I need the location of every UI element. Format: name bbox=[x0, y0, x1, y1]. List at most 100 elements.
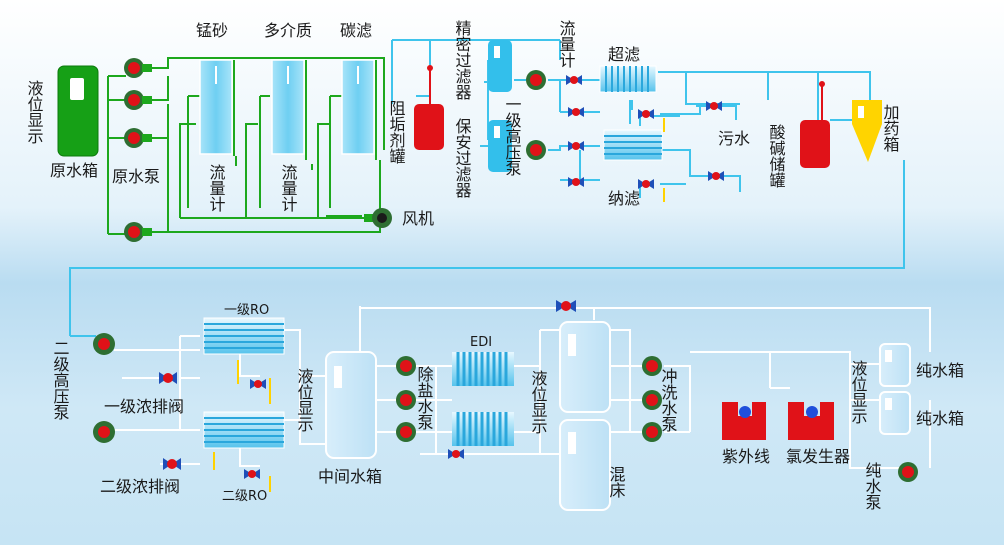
pure-tank-2[interactable] bbox=[879, 391, 911, 435]
acid-base-tank[interactable] bbox=[800, 81, 830, 168]
mixed-bed-tank[interactable] bbox=[559, 419, 611, 511]
raw-tank[interactable] bbox=[57, 65, 99, 157]
second-hp-pump-label: 二级高压泵 bbox=[51, 340, 70, 420]
ultrafiltration-label: 超滤 bbox=[608, 45, 640, 64]
ro1-unit[interactable] bbox=[203, 317, 285, 355]
first-reject-valve-label: 一级浓排阀 bbox=[104, 397, 184, 416]
pipe-yellow-ro1 bbox=[213, 360, 271, 492]
dosing-label: 加药箱 bbox=[881, 104, 900, 152]
antiscalant-tank[interactable] bbox=[414, 65, 444, 150]
level-display-4-label: 液位显示 bbox=[849, 360, 868, 424]
valve-top-8[interactable] bbox=[708, 171, 724, 181]
manganese-sand-label: 锰砂 bbox=[196, 21, 228, 40]
valve-top-1[interactable] bbox=[566, 75, 582, 85]
flowmeter-label-3: 流量计 bbox=[557, 20, 576, 68]
pipe-green-pump-outlets bbox=[146, 57, 372, 233]
pipe-white-desalt bbox=[376, 365, 540, 455]
manganese-sand-filter[interactable] bbox=[199, 59, 233, 155]
ro2-unit[interactable] bbox=[203, 411, 285, 449]
raw-pump-4[interactable] bbox=[124, 222, 152, 242]
raw-pump-1[interactable] bbox=[124, 58, 152, 78]
intermediate-tank[interactable] bbox=[325, 351, 377, 459]
flowmeter-label-1: 流量计 bbox=[207, 164, 226, 212]
desalted-pump-label: 除盐水泵 bbox=[415, 366, 434, 430]
second-hp-pump-1[interactable] bbox=[93, 333, 115, 355]
pipe-blue-top-main bbox=[391, 39, 561, 147]
blower-label: 风机 bbox=[402, 209, 434, 228]
pure-pump-label: 纯水泵 bbox=[863, 462, 882, 510]
pipe-white-mid bbox=[610, 351, 931, 469]
level-display-3-label: 液位显示 bbox=[529, 370, 548, 434]
first-hp-pump-1[interactable] bbox=[526, 70, 546, 90]
pipe-white-ro-out bbox=[239, 329, 328, 467]
pipe-white-ro-feed bbox=[114, 335, 200, 465]
intermediate-level-display: 液位显示 bbox=[295, 368, 314, 432]
valve-top-4[interactable] bbox=[568, 177, 584, 187]
pipe-green-filter-feeds bbox=[187, 95, 342, 208]
raw-pump-label: 原水泵 bbox=[112, 167, 160, 186]
raw-tank-label: 原水箱 bbox=[50, 161, 98, 180]
intermediate-tank-label: 中间水箱 bbox=[318, 467, 382, 486]
precision-filter-label: 精密过滤器 bbox=[453, 20, 472, 100]
pure-water-pump[interactable] bbox=[898, 462, 918, 482]
nanofiltration-label: 纳滤 bbox=[608, 189, 640, 208]
dosing-tank[interactable] bbox=[852, 100, 882, 162]
multi-media-label: 多介质 bbox=[264, 21, 312, 40]
valve-ro1-out[interactable] bbox=[250, 379, 266, 389]
second-reject-valve-label: 二级浓排阀 bbox=[100, 477, 180, 496]
edi-label: EDI bbox=[470, 335, 492, 350]
antiscalant-label: 阻垢剂罐 bbox=[387, 100, 406, 164]
edi-unit-2[interactable] bbox=[452, 412, 514, 446]
desalted-pump-1[interactable] bbox=[396, 356, 416, 376]
security-filter[interactable] bbox=[488, 120, 512, 172]
multi-media-filter[interactable] bbox=[271, 59, 305, 155]
level-tank-3[interactable] bbox=[559, 321, 611, 413]
pure-tank-1[interactable] bbox=[879, 343, 911, 387]
second-reject-valve[interactable] bbox=[163, 458, 181, 470]
pipe-green-lower-manifold bbox=[167, 123, 381, 233]
valve-top-6[interactable] bbox=[638, 179, 654, 189]
ultrafiltration-unit[interactable] bbox=[599, 65, 657, 93]
valve-ro2-out[interactable] bbox=[244, 469, 260, 479]
desalted-pump-2[interactable] bbox=[396, 390, 416, 410]
uv-label: 紫外线 bbox=[722, 447, 770, 466]
flush-pump-3[interactable] bbox=[642, 422, 662, 442]
second-hp-pump-2[interactable] bbox=[93, 421, 115, 443]
first-reject-valve[interactable] bbox=[159, 372, 177, 384]
pipe-white-mixedbed bbox=[539, 329, 631, 455]
flush-pump-label: 冲洗水泵 bbox=[659, 368, 678, 432]
valve-loop-top[interactable] bbox=[556, 300, 576, 312]
pure-tank-1-label: 纯水箱 bbox=[916, 361, 964, 380]
carbon-filter-label: 碳滤 bbox=[340, 21, 372, 40]
first-hp-pump-2[interactable] bbox=[526, 140, 546, 160]
blower[interactable] bbox=[364, 208, 392, 228]
valve-top-2[interactable] bbox=[568, 107, 584, 117]
pipe-green-top-loop bbox=[167, 57, 385, 150]
chlorine-generator[interactable] bbox=[788, 402, 834, 440]
pipe-green-verticals bbox=[233, 60, 381, 170]
pipe-blue-dosing-down bbox=[69, 160, 905, 337]
valve-edi-bottom[interactable] bbox=[448, 449, 464, 459]
edi-unit-1[interactable] bbox=[452, 352, 514, 386]
uv-sterilizer[interactable] bbox=[722, 402, 766, 440]
desalted-pump-3[interactable] bbox=[396, 422, 416, 442]
precision-filter[interactable] bbox=[488, 40, 512, 92]
raw-tank-level-display: 液位显示 bbox=[25, 80, 44, 144]
flush-pump-1[interactable] bbox=[642, 356, 662, 376]
chlorine-label: 氯发生器 bbox=[786, 447, 850, 466]
carbon-filter[interactable] bbox=[341, 59, 375, 155]
pure-tank-2-label: 纯水箱 bbox=[916, 409, 964, 428]
raw-pump-2[interactable] bbox=[124, 90, 152, 110]
pipe-green-left-manifold bbox=[107, 75, 126, 235]
sewage-label: 污水 bbox=[718, 129, 750, 148]
flush-pump-2[interactable] bbox=[642, 390, 662, 410]
acid-base-label: 酸碱储罐 bbox=[767, 124, 786, 188]
valve-top-5[interactable] bbox=[638, 109, 654, 119]
raw-pump-3[interactable] bbox=[124, 128, 152, 148]
first-hp-pump-label: 一级高压泵 bbox=[503, 96, 522, 176]
nanofiltration-unit[interactable] bbox=[603, 129, 663, 161]
valve-top-3[interactable] bbox=[568, 141, 584, 151]
valve-top-7[interactable] bbox=[706, 101, 722, 111]
pipe-blue-uf-down bbox=[629, 100, 680, 124]
